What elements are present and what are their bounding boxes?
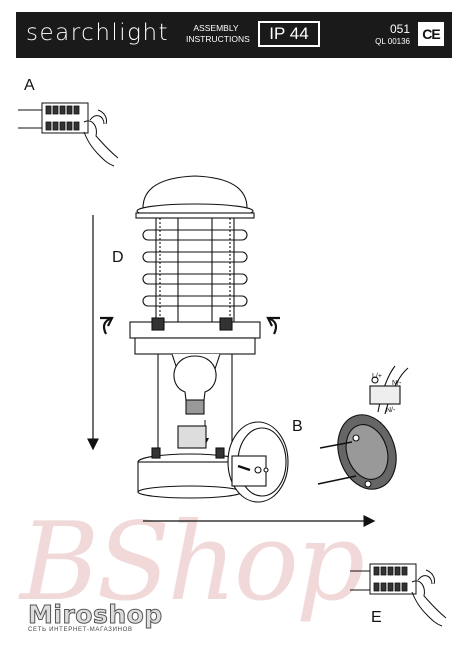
- live-terminal-label: L/+: [372, 373, 382, 380]
- brand-logo: searchlight: [26, 20, 170, 46]
- neutral-terminal-label: N/-: [392, 380, 402, 387]
- wall-plate-with-terminals: [317, 365, 409, 490]
- step-b-label: B: [292, 418, 303, 435]
- neutral-terminal-label-2: N/-: [386, 407, 396, 414]
- wall-bracket: [227, 421, 289, 503]
- step-a-label: A: [24, 77, 35, 94]
- header-bar: searchlight ASSEMBLY INSTRUCTIONS IP 44 …: [16, 12, 452, 58]
- step-a-terminal-illustration: [18, 102, 119, 167]
- assembly-line-2: INSTRUCTIONS: [186, 34, 250, 44]
- ip-rating-box: IP 44: [258, 21, 320, 47]
- lamp-head: [129, 175, 261, 355]
- assembly-instructions-label: ASSEMBLY INSTRUCTIONS: [186, 23, 250, 45]
- step-d-label: D: [112, 249, 124, 266]
- miroshop-tagline: СЕТЬ ИНТЕРНЕТ-МАГАЗИНОВ: [28, 627, 133, 633]
- rotate-left-icon: [100, 316, 114, 335]
- model-code: QL 00136: [375, 37, 410, 46]
- miroshop-logo: Miroshop СЕТЬ ИНТЕРНЕТ-МАГАЗИНОВ: [28, 600, 163, 634]
- lamp-body: [137, 353, 243, 499]
- rotate-right-icon: [266, 316, 280, 335]
- step-e-label: E: [371, 609, 382, 626]
- assembly-line-1: ASSEMBLY: [193, 23, 239, 33]
- miroshop-name: Miroshop: [28, 600, 163, 630]
- model-number: 051: [389, 22, 410, 36]
- model-info: 051 QL 00136: [362, 22, 410, 46]
- ce-mark-icon: CE: [418, 22, 444, 46]
- step-e-terminal-illustration: [350, 563, 447, 627]
